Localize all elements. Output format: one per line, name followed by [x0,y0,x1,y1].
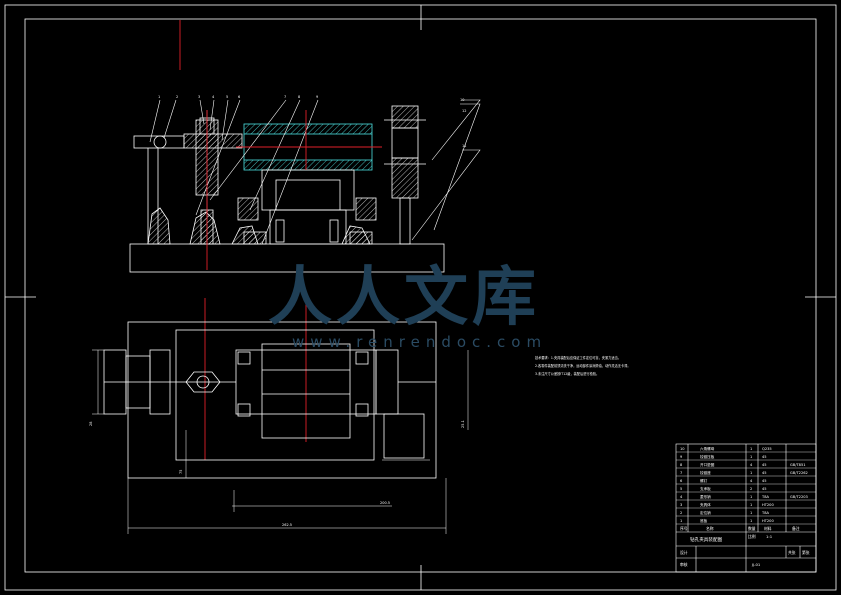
bom-cell-qty: 1 [750,511,752,515]
watermark-site: www.renrendoc.com [292,333,548,351]
scale-label: 比例 [748,534,756,539]
checker-label: 审核 [680,562,688,567]
bom-cell-material: 45 [762,471,767,475]
scale-value: 1:1 [766,534,773,539]
bom-cell-note: GB/T2262 [790,471,808,475]
bom-cell-name: 六角螺母 [700,446,715,451]
callout-2: 2 [176,95,178,99]
callout-3: 3 [198,95,200,99]
note-line-2: 2.各零件装配前须清洗干净，运动部件涂润滑油，动作灵活无卡滞。 [535,364,631,368]
bom-cell-material: 45 [762,455,767,459]
callout-4: 4 [212,95,215,99]
plan-view [103,321,437,479]
bom-cell-no: 10 [680,447,685,451]
bom-cell-no: 7 [680,471,682,475]
bom-cell-material: 45 [762,479,767,483]
dim-height-right: 25.1 [461,420,465,428]
bom-cell-qty: 1 [750,519,752,523]
bom-cell-qty: 1 [750,471,752,475]
bom-cell-no: 6 [680,479,683,483]
bom-cell-qty: 4 [750,479,753,483]
callout-5: 5 [226,95,228,99]
bom-cell-qty: 2 [750,487,752,491]
callout-7: 7 [284,95,286,99]
bom-cell-material: Q235 [762,447,772,451]
sheet-label: 共张 [788,550,796,555]
bom-cell-material: HT200 [762,503,774,507]
bom-cell-material: 45 [762,463,767,467]
callout-8: 8 [298,95,300,99]
bom-cell-name: 定位销 [700,510,711,515]
bom-cell-qty: 1 [750,447,752,451]
bom-cell-name: 支承板 [700,486,711,491]
bom-header-name: 名称 [706,526,714,531]
bom-cell-name: 夹具体 [700,502,711,507]
note-line-3: 3.未注尺寸公差按IT12级，装配后进行检验。 [535,372,600,376]
bom-cell-no: 9 [680,455,683,459]
bom-cell-qty: 1 [750,495,752,499]
bom-cell-material: HT200 [762,519,774,523]
bom-cell-no: 1 [680,519,682,523]
bom-cell-note: GB/T851 [790,463,806,467]
bom-header-note: 备注 [792,526,800,531]
bom-cell-material: T8A [761,511,769,515]
bom-row-lines [676,451,816,525]
drawing-number: JJ-01 [751,562,761,567]
sheet-number: 第张 [802,550,810,555]
bom-cell-name: 开口垫圈 [700,462,715,467]
dim-height-left: 28 [89,422,93,426]
bom-cell-qty: 1 [750,455,752,459]
bom-cell-material: T8A [761,495,769,499]
designer-label: 设计 [680,550,688,555]
callout-1: 1 [158,95,160,99]
bom-cell-no: 3 [680,503,682,507]
dim-width-bottom: 200.5 [380,501,390,505]
callout-leaders [149,99,481,245]
bom-header-material: 材料 [764,526,772,531]
callout-labels: 1 2 3 4 5 6 7 8 9 10 11 12 [158,95,466,148]
bom-cell-name: 菱形销 [700,494,711,499]
callout-6: 6 [238,95,240,99]
callout-10: 10 [460,98,464,102]
dimension-lines [92,349,469,534]
title-block-text: 序号 名称 数量 材料 备注 钻孔夹具装配图 比例 1:1 设计 审核 共张 第… [680,526,810,567]
bom-cell-name: 底板 [700,518,708,523]
note-line-1: 技术要求：1.夹具装配后应保证工件定位可靠，夹紧力适当。 [535,356,621,360]
bom-cell-name: 铰链压板 [700,454,715,459]
watermark-brand: 人人文库 [268,260,540,335]
dimension-values: 28 75 200.5 262.5 25.1 [89,420,465,527]
bom-cell-name: 铰链座 [700,470,711,475]
front-section-view [129,105,445,273]
technical-notes: 技术要求：1.夹具装配后应保证工件定位可靠，夹紧力适当。 2.各零件装配前须清洗… [535,354,630,378]
bom-cell-qty: 1 [750,503,752,507]
bom-cell-material: 45 [762,487,767,491]
bom-cell-no: 4 [680,495,683,499]
drawing-title: 钻孔夹具装配图 [690,536,723,543]
bom-cell-note: GB/T2203 [790,495,808,499]
callout-9: 9 [316,95,318,99]
callout-11: 11 [462,144,466,148]
bom-cell-no: 8 [680,463,683,467]
bom-cell-no: 5 [680,487,682,491]
dim-height-base: 75 [179,470,183,474]
sheet-border [4,4,837,591]
callout-12: 12 [462,109,466,113]
dim-overall-width: 262.5 [282,523,292,527]
bom-cell-no: 2 [680,511,682,515]
bom-header-no: 序号 [680,526,688,531]
bom-cell-name: 螺钉 [700,478,708,483]
bom-header-qty: 数量 [748,526,756,531]
bom-cell-qty: 4 [750,463,753,467]
